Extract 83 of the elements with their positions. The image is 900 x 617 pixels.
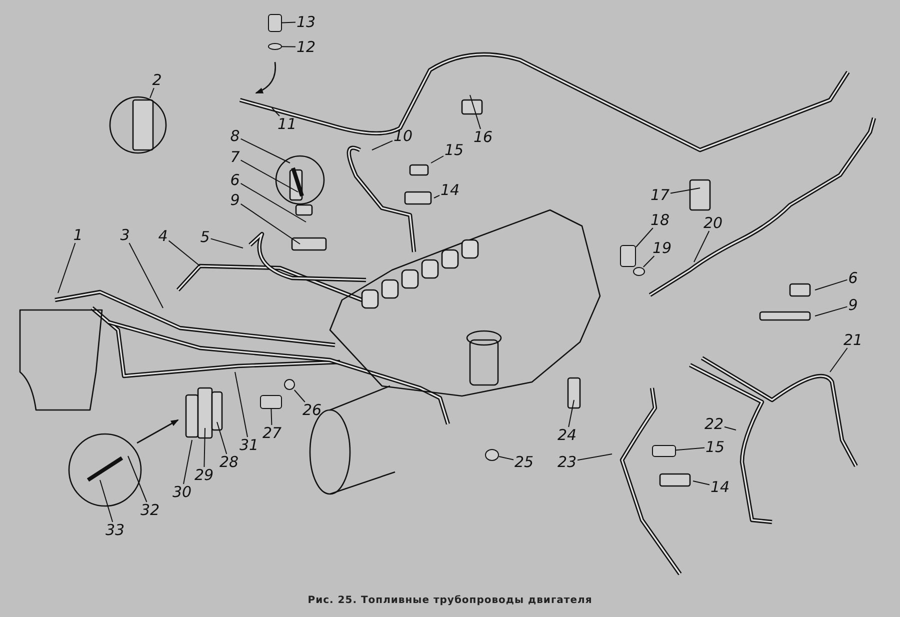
callout-number: 1 xyxy=(72,227,84,243)
leader-line xyxy=(692,480,710,486)
figure-caption: Рис. 25. Топливные трубопроводы двигателя xyxy=(306,595,594,606)
callout-number: 9 xyxy=(847,297,859,313)
washer-drawing xyxy=(633,267,645,276)
leader-line xyxy=(168,240,200,266)
callout-number: 6 xyxy=(229,172,241,188)
leader-line xyxy=(240,160,298,192)
callout-number: 32 xyxy=(139,502,161,518)
callout-number: 12 xyxy=(295,39,317,55)
leader-line xyxy=(282,46,296,48)
callout-number: 15 xyxy=(443,142,465,158)
washer-drawing xyxy=(485,449,499,461)
washer-drawing xyxy=(284,379,295,390)
callout-number: 24 xyxy=(556,427,578,443)
callout-number: 14 xyxy=(439,182,461,198)
callout-number: 13 xyxy=(295,14,317,30)
leader-line xyxy=(128,456,148,502)
bolt-drawing xyxy=(260,395,282,409)
callout-number: 31 xyxy=(238,437,260,453)
leader-line xyxy=(430,156,444,164)
callout-number: 14 xyxy=(709,479,731,495)
callout-number: 16 xyxy=(472,129,494,145)
callout-number: 26 xyxy=(301,402,323,418)
leader-line xyxy=(272,108,280,116)
leader-line xyxy=(577,454,612,461)
callout-number: 27 xyxy=(261,425,283,441)
callout-number: 2 xyxy=(151,72,163,88)
leader-line xyxy=(294,390,306,402)
leader-line xyxy=(642,256,655,268)
leader-line xyxy=(434,194,440,198)
leader-line xyxy=(100,480,114,522)
callout-number: 11 xyxy=(276,116,298,132)
leader-line xyxy=(210,238,244,248)
callout-number: 7 xyxy=(229,149,241,165)
callout-number: 10 xyxy=(392,128,414,144)
callout-number: 18 xyxy=(649,212,671,228)
leader-line xyxy=(240,138,290,164)
leader-line xyxy=(282,22,296,24)
callout-number: 20 xyxy=(702,215,724,231)
leader-line xyxy=(240,203,300,244)
callout-number: 5 xyxy=(199,229,211,245)
callout-number: 19 xyxy=(651,240,673,256)
fitting-drawing xyxy=(620,245,636,267)
callout-number: 4 xyxy=(157,228,169,244)
callout-number: 3 xyxy=(119,227,131,243)
leader-line xyxy=(128,242,164,308)
leader-line xyxy=(270,408,272,426)
bolt-drawing xyxy=(268,14,282,32)
callout-number: 6 xyxy=(847,270,859,286)
callout-number: 33 xyxy=(104,522,126,538)
leader-line xyxy=(814,306,848,316)
callout-number: 22 xyxy=(703,416,725,432)
leader-line xyxy=(830,348,848,372)
leader-line xyxy=(183,440,192,484)
leader-line xyxy=(814,279,848,290)
leader-line xyxy=(58,242,76,294)
callout-number: 9 xyxy=(229,192,241,208)
callout-number: 21 xyxy=(842,332,864,348)
leader-line xyxy=(694,230,710,262)
callout-number: 15 xyxy=(704,439,726,455)
callout-number: 30 xyxy=(171,484,193,500)
leader-line xyxy=(240,182,306,222)
callout-number: 28 xyxy=(218,454,240,470)
callout-number: 29 xyxy=(193,467,215,483)
washer-drawing xyxy=(268,43,282,50)
leader-line xyxy=(216,422,228,454)
leader-line xyxy=(670,188,700,194)
leader-line xyxy=(372,140,393,150)
leader-line xyxy=(498,456,514,460)
leader-line xyxy=(470,94,481,130)
leader-line xyxy=(204,428,206,468)
leader-line xyxy=(676,447,705,451)
callout-number: 8 xyxy=(229,128,241,144)
leader-line xyxy=(636,228,654,248)
callout-number: 17 xyxy=(649,187,671,203)
callout-number: 23 xyxy=(556,454,578,470)
leader-line xyxy=(234,372,248,438)
leader-line xyxy=(150,88,154,98)
leader-line xyxy=(568,400,574,428)
leader-line xyxy=(724,426,736,430)
clip-drawing xyxy=(652,445,676,457)
callout-number: 25 xyxy=(513,454,535,470)
